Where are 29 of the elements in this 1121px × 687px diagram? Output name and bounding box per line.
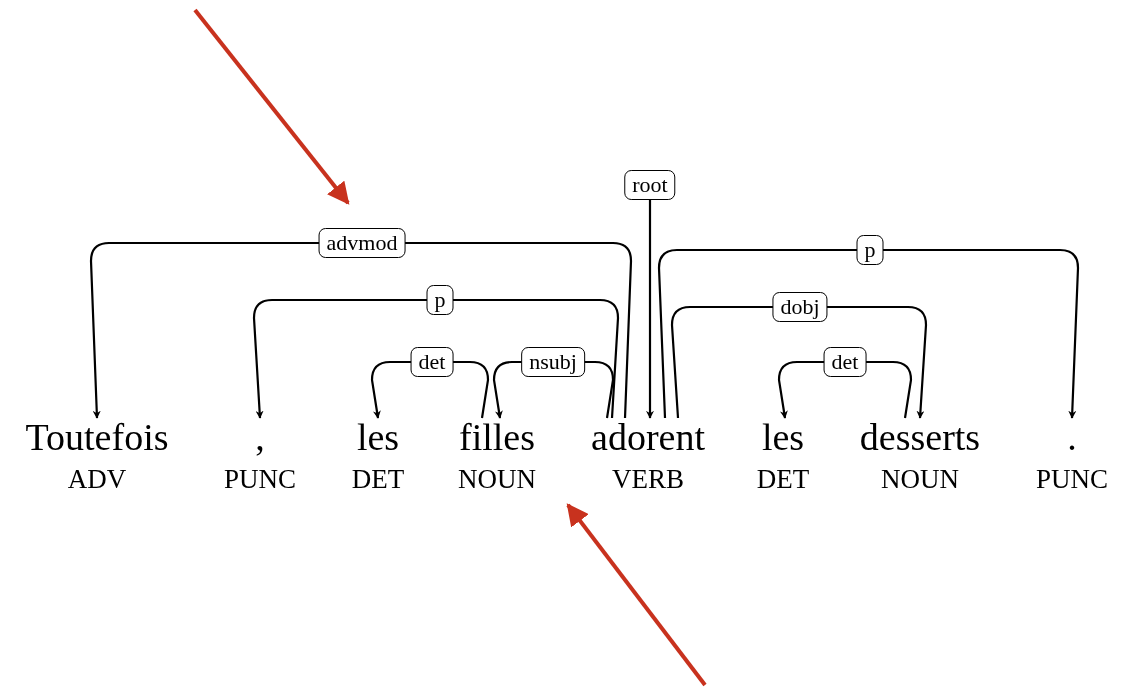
edge-label: p [426,285,454,315]
word: , [255,420,265,454]
dependency-arrow [657,248,1080,419]
edge-label: det [410,347,454,377]
word: Toutefois [25,420,169,454]
edge-label: dobj [772,292,828,322]
word: filles [459,420,535,454]
pos-tag: DET [351,464,405,494]
dependency-arrow [89,241,633,419]
dependency-arrow [646,200,654,419]
pos-tag: NOUN [881,464,959,494]
dependency-arrow [252,298,620,419]
edge-label: det [823,347,867,377]
word: adorent [591,420,705,454]
word: les [356,420,400,454]
pos-tag: VERB [612,464,684,494]
edge-label: advmod [318,228,406,258]
edge-label: root [624,170,676,200]
word: desserts [859,420,981,454]
word: les [761,420,805,454]
pos-tag: ADV [67,464,127,494]
edge-label: nsubj [521,347,585,377]
edge-label: p [856,235,884,265]
pos-tag: PUNC [1036,464,1108,494]
pos-tag: PUNC [224,464,296,494]
word: . [1067,420,1077,454]
pos-tag: DET [756,464,810,494]
dependency-arrow [670,305,928,419]
pos-tag: NOUN [458,464,536,494]
